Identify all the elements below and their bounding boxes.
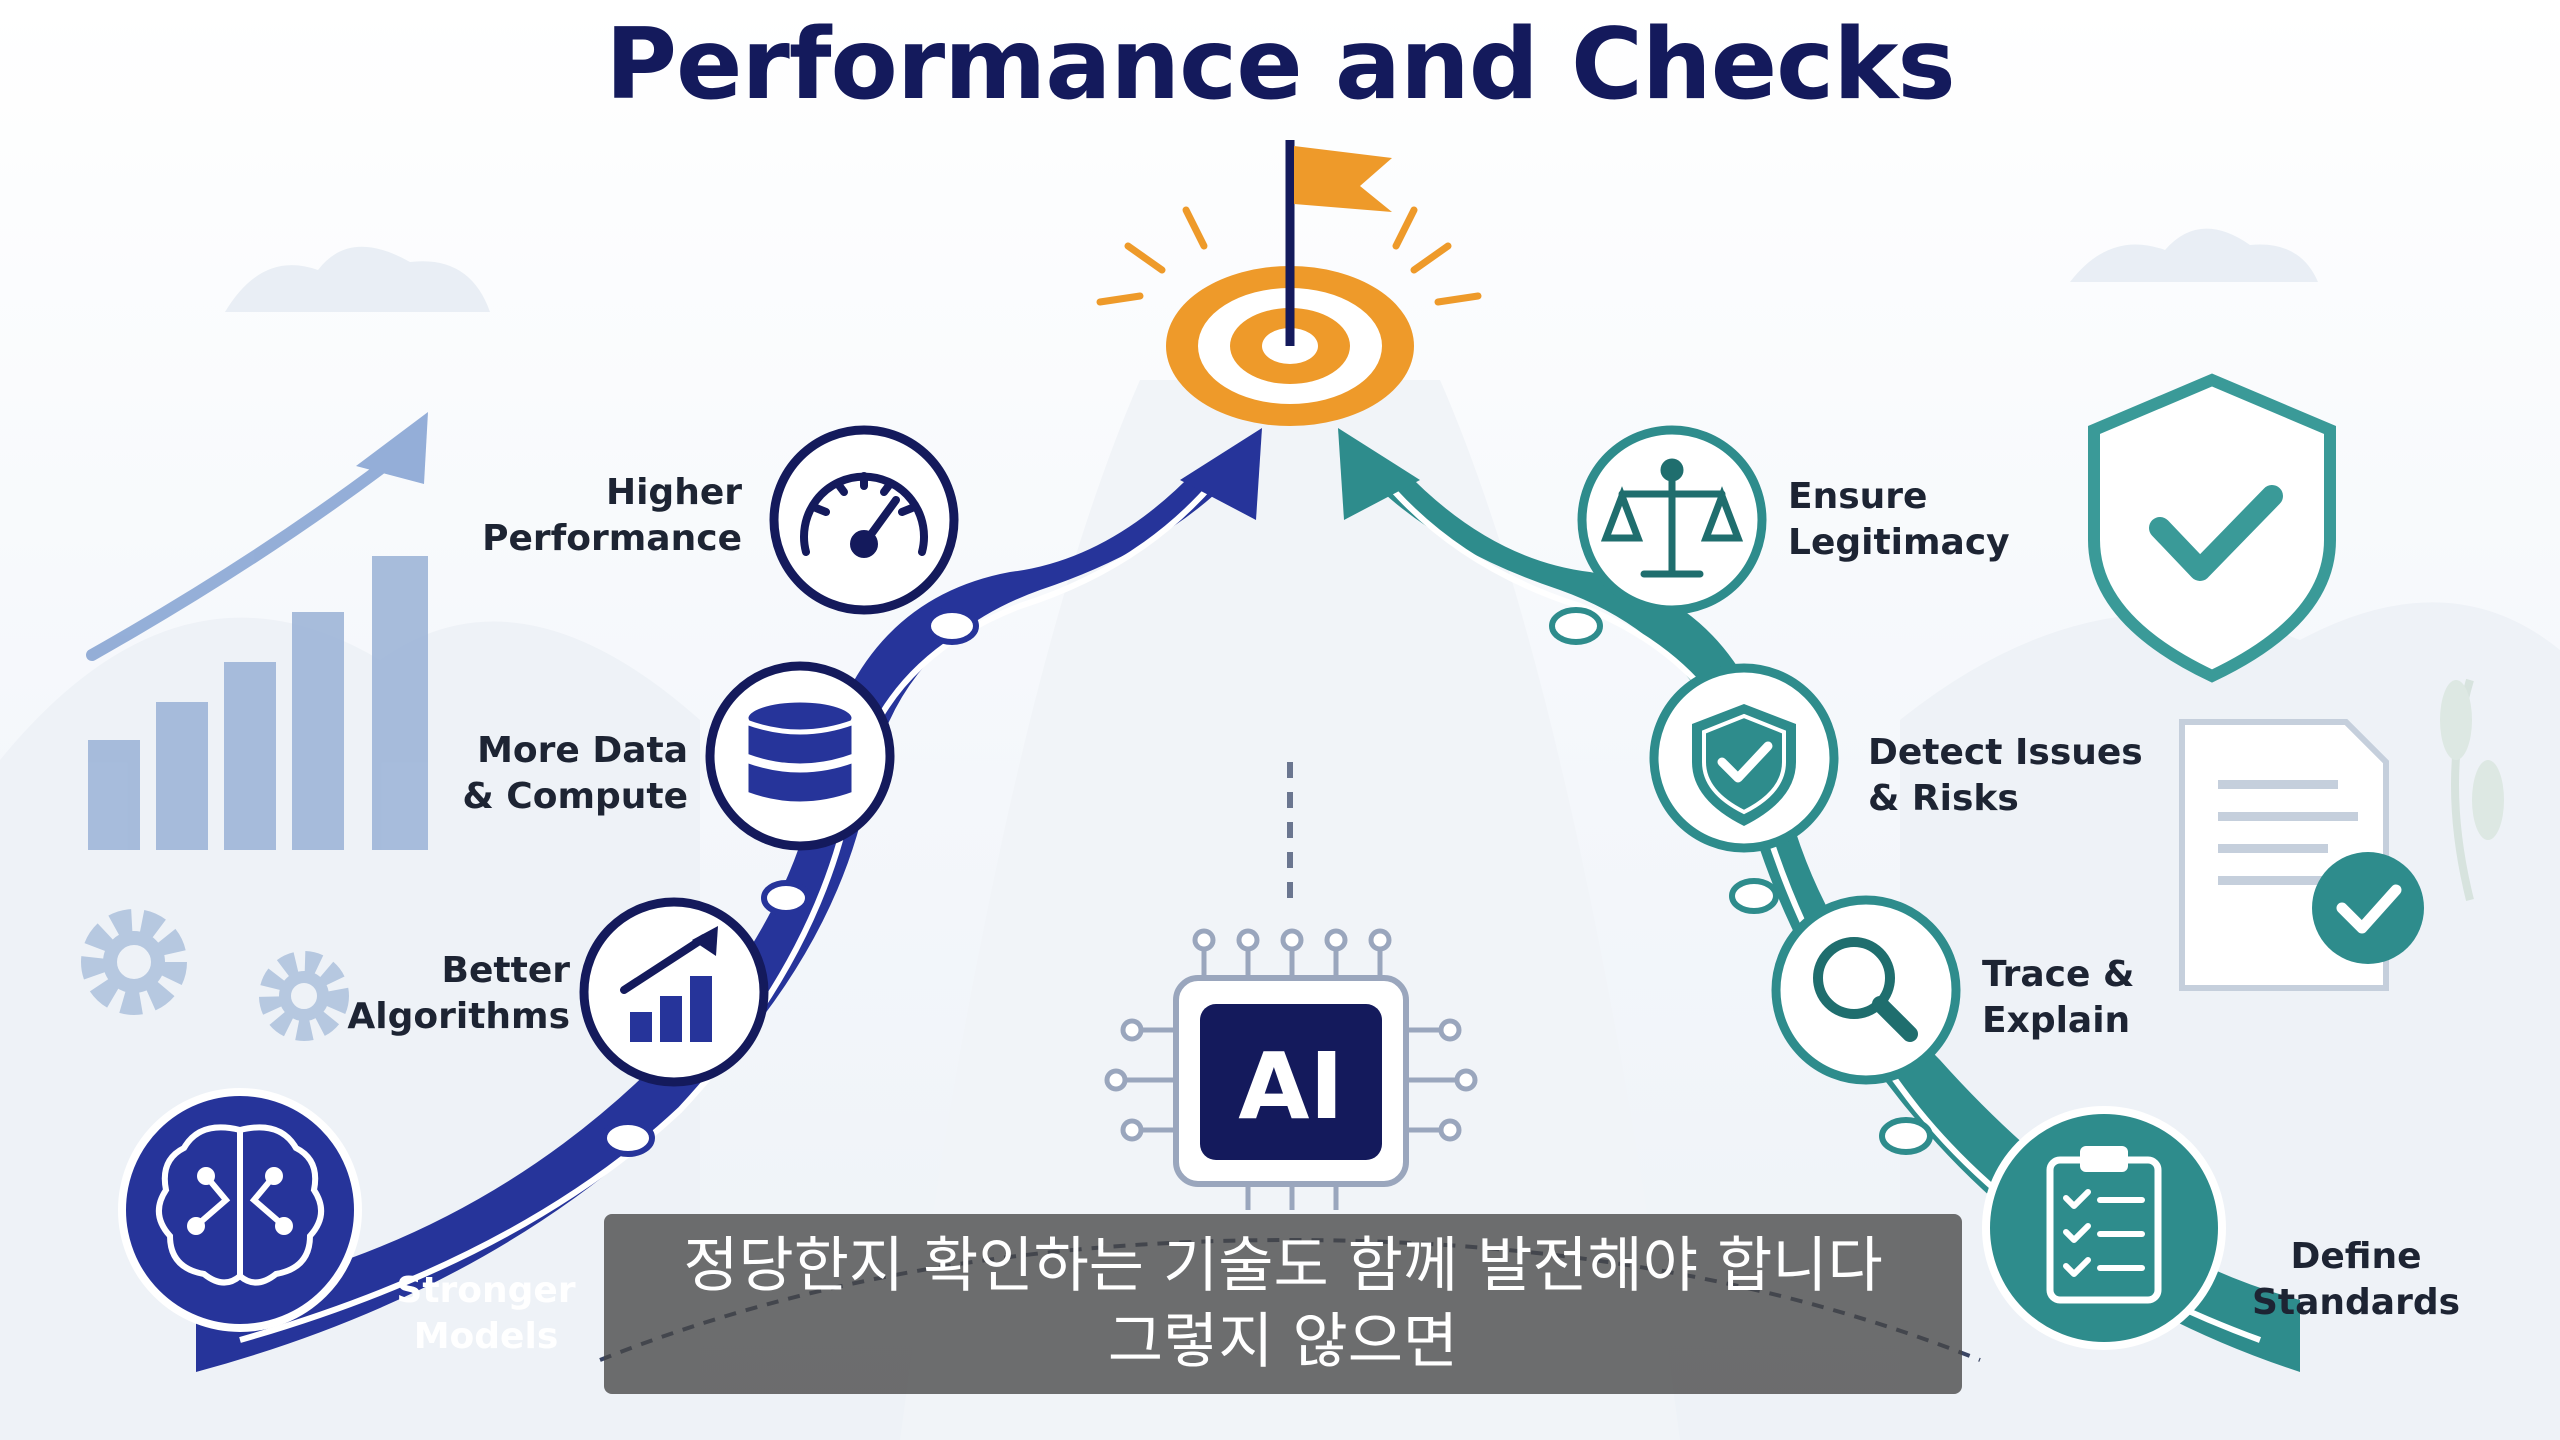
label-better-algorithms: Better Algorithms: [347, 950, 570, 1037]
left-arrowhead: [1180, 428, 1262, 520]
step-better-algorithms: [579, 897, 769, 1087]
step-stronger-models: [118, 1088, 362, 1332]
magnifier-icon: [1813, 937, 1918, 1042]
label-ensure-legitimacy: Ensure Legitimacy: [1788, 476, 2010, 563]
label-higher-performance: Higher Performance: [482, 472, 742, 559]
label-detect-issues-risks: Detect Issues & Risks: [1868, 732, 2143, 819]
step-more-data-compute: [705, 661, 895, 851]
decor-gear-icon: [81, 909, 349, 1041]
page-title: Performance and Checks: [605, 8, 1956, 122]
decor-growth-chart-icon: [86, 412, 428, 850]
step-ensure-legitimacy: [1577, 425, 1767, 615]
label-more-data-compute: More Data & Compute: [462, 730, 688, 817]
step-higher-performance: [769, 425, 959, 615]
clipboard-checklist-icon: [2046, 1146, 2162, 1304]
decor-large-shield-icon: [2088, 373, 2336, 683]
growth-chart-icon: [620, 926, 718, 1042]
speedometer-icon: [800, 472, 928, 558]
label-stronger-models: Stronger Models: [396, 1270, 576, 1357]
scales-icon: [1600, 458, 1744, 578]
step-trace-explain: [1771, 895, 1961, 1085]
ai-chip-label: AI: [1238, 1033, 1343, 1140]
shield-check-icon: [1692, 704, 1796, 826]
database-icon: [743, 697, 857, 807]
road-waypoints: [601, 607, 1933, 1157]
light-channel: [900, 380, 1680, 1440]
label-trace-explain: Trace & Explain: [1982, 954, 2135, 1041]
ai-chip-icon: AI: [1104, 928, 1478, 1210]
right-arrowhead: [1338, 428, 1420, 520]
target-flag-icon: [1096, 140, 1482, 426]
subtitle-line-2: 그렇지 않으면: [1107, 1307, 1459, 1377]
subtitle-caption: 정당한지 확인하는 기술도 함께 발전해야 합니다 그렇지 않으면: [604, 1214, 1962, 1394]
subtitle-line-1: 정당한지 확인하는 기술도 함께 발전해야 합니다: [683, 1231, 1883, 1301]
step-detect-issues-risks: [1649, 663, 1839, 853]
brain-circuit-icon: [156, 1124, 324, 1286]
label-define-standards: Define Standards: [2251, 1236, 2461, 1323]
decor-document-check-icon: [2179, 678, 2504, 991]
step-define-standards: [1982, 1106, 2226, 1350]
